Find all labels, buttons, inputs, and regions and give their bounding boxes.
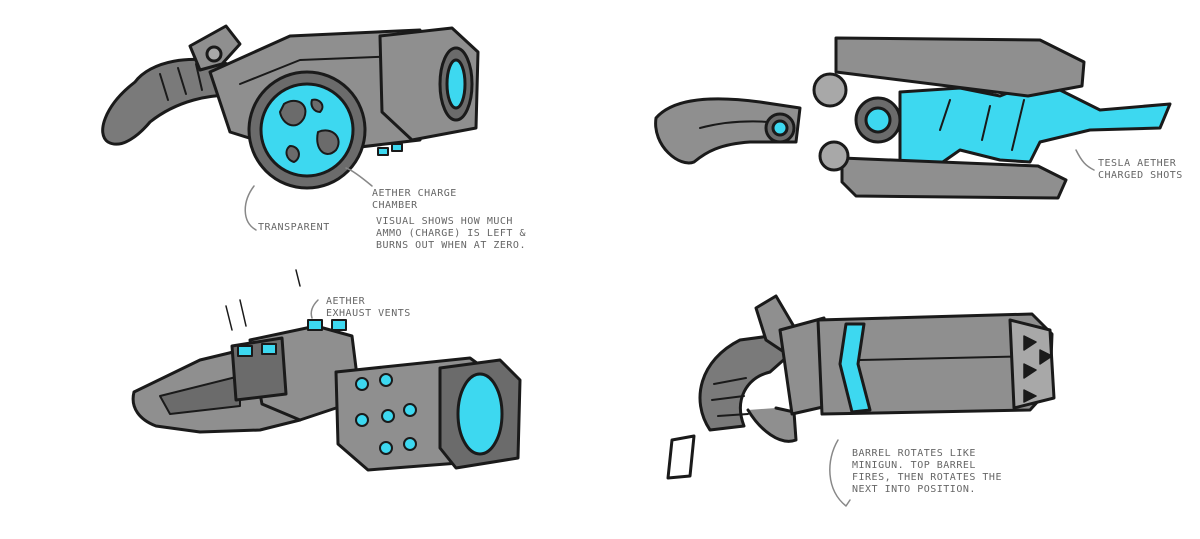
annotation-tesla: TESLA AETHER CHARGED SHOTS — [1098, 158, 1183, 181]
exhaust-marks — [225, 269, 301, 331]
annotation-barrel-rotation: BARREL ROTATES LIKE MINIGUN. TOP BARREL … — [852, 448, 1002, 495]
weapon-sketch-tesla — [654, 36, 1172, 200]
annotation-exhaust-vents: AETHER EXHAUST VENTS — [326, 296, 411, 319]
aether-muzzle — [445, 58, 467, 110]
top-rail — [834, 36, 1086, 98]
annotation-ammo-visual: VISUAL SHOWS HOW MUCH AMMO (CHARGE) IS L… — [376, 216, 526, 251]
annotation-transparent: TRANSPARENT — [258, 222, 330, 233]
grip — [698, 334, 790, 432]
aether-band — [838, 322, 872, 414]
annotation-chamber: AETHER CHARGE CHAMBER — [372, 188, 457, 211]
lanyard-ring — [666, 434, 696, 480]
weapon-sketch-aether-chamber — [101, 24, 480, 190]
grip — [654, 97, 802, 165]
aether-exhaust-vent — [307, 319, 323, 331]
bottom-rail — [840, 156, 1068, 200]
weapon-sketch-exhaust-vents — [131, 269, 522, 472]
weapon-sketch-rotating-barrel — [666, 294, 1056, 480]
charge-burn-marks — [279, 98, 340, 163]
aether-charge-chamber — [259, 82, 355, 178]
aether-exhaust-vent — [261, 343, 277, 355]
aether-exhaust-vent — [331, 319, 347, 331]
grip — [101, 58, 247, 146]
aether-muzzle — [456, 372, 504, 456]
trigger-guard — [746, 406, 798, 443]
barrel-muzzles — [1008, 318, 1056, 410]
aether-exhaust-vent — [237, 345, 253, 357]
